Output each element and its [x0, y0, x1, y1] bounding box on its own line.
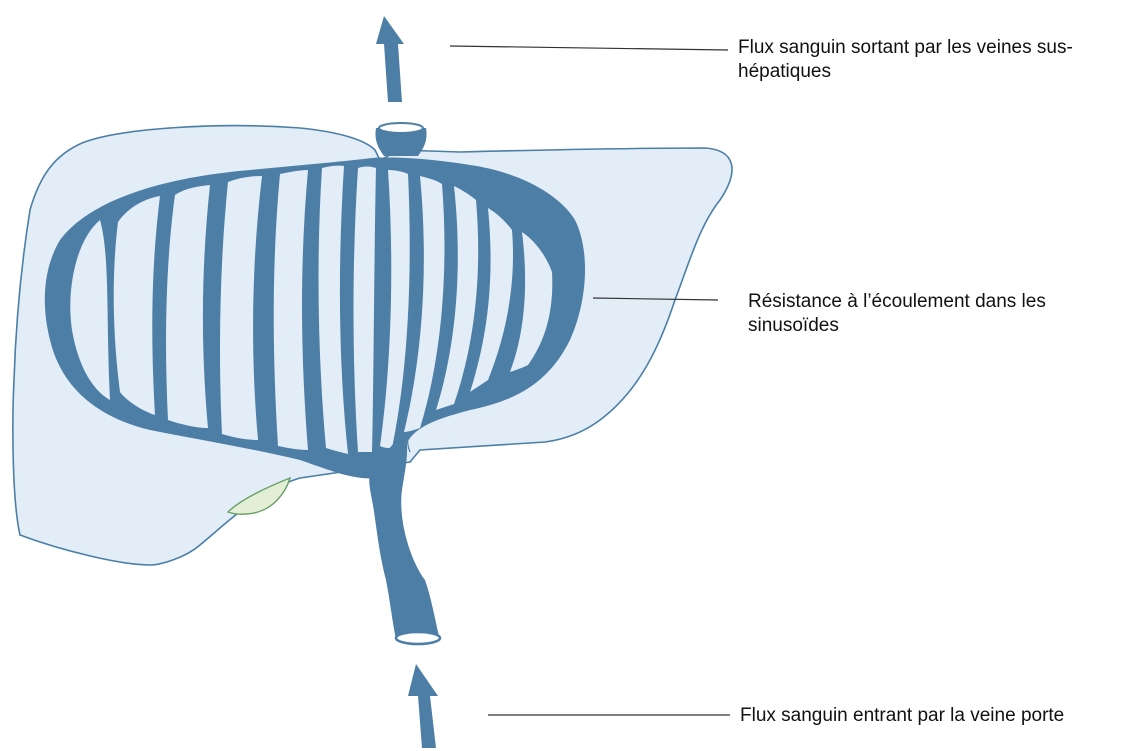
inflow-arrow [408, 664, 438, 748]
hepatic-vein-opening [379, 123, 423, 133]
inflow-label-line1: Flux sanguin entrant par la veine porte [740, 704, 1140, 728]
inflow-label: Flux sanguin entrant par la veine porte [740, 704, 1140, 728]
outflow-leader-line [450, 46, 728, 50]
outflow-label: Flux sanguin sortant par les veines sus-… [738, 36, 1138, 84]
outflow-label-line2: hépatiques [738, 60, 1138, 84]
resistance-label-line1: Résistance à l’écoulement dans les [748, 290, 1128, 314]
portal-vein [369, 432, 440, 640]
sinusoid-lane [354, 167, 377, 453]
outflow-label-line1: Flux sanguin sortant par les veines sus- [738, 36, 1138, 60]
resistance-label-line2: sinusoïdes [748, 314, 1128, 338]
resistance-label: Résistance à l’écoulement dans les sinus… [748, 290, 1128, 338]
outflow-arrow [376, 16, 404, 102]
portal-vein-opening [396, 632, 440, 644]
